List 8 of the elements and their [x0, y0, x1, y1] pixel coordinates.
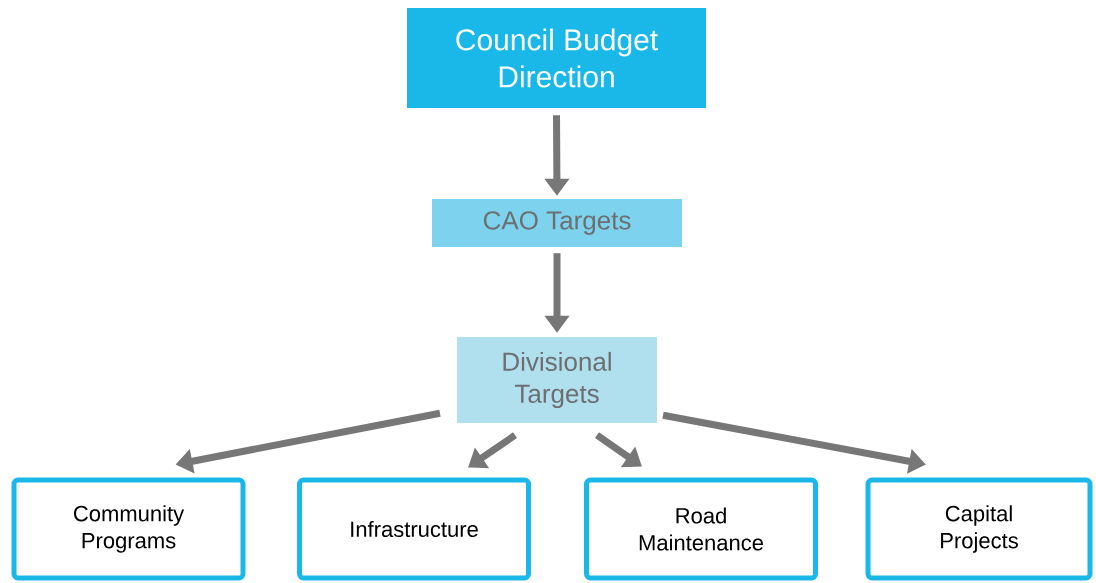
division-box: Infrastructure — [297, 477, 531, 581]
arrow — [468, 432, 517, 469]
target-box: CAO Targets — [432, 199, 682, 247]
target-box: Divisional Targets — [457, 337, 657, 423]
division-box: Capital Projects — [865, 477, 1093, 581]
division-box: Community Programs — [11, 477, 246, 581]
division-box: Road Maintenance — [584, 477, 818, 581]
title-box: Council Budget Direction — [407, 8, 706, 108]
